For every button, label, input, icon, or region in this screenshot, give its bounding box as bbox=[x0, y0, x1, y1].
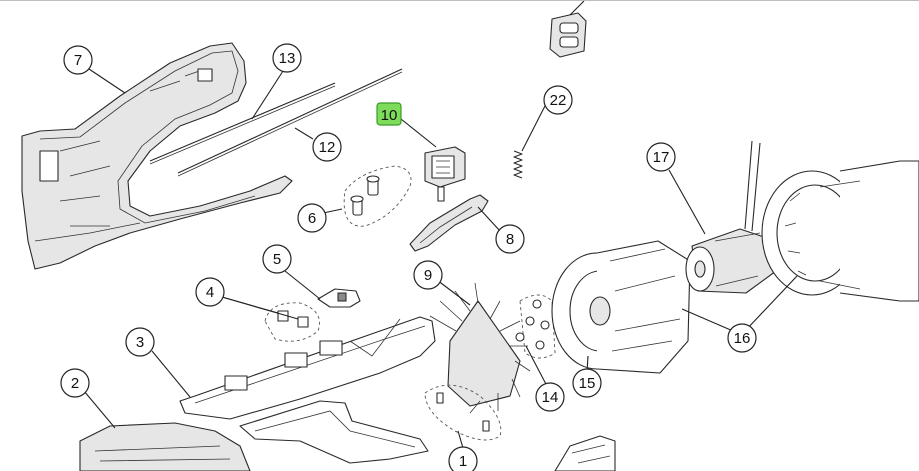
rods-part bbox=[149, 68, 403, 177]
trigger-part bbox=[409, 194, 489, 252]
part-label-16: 16 bbox=[727, 323, 757, 353]
part-label-15-text: 15 bbox=[579, 375, 596, 392]
part-label-14: 14 bbox=[535, 382, 565, 412]
part-label-10-text: 10 bbox=[381, 107, 398, 124]
part-label-13: 13 bbox=[272, 43, 302, 73]
part-label-13-text: 13 bbox=[279, 50, 296, 67]
part-label-2-text: 2 bbox=[71, 375, 79, 392]
clip-part-5 bbox=[317, 288, 361, 308]
part-label-5-text: 5 bbox=[273, 251, 281, 268]
part-label-9-text: 9 bbox=[424, 267, 432, 284]
cropped-part-bottom-right bbox=[554, 435, 616, 471]
housing-half-part bbox=[21, 42, 293, 270]
part-label-7: 7 bbox=[63, 45, 93, 75]
part-label-8-text: 8 bbox=[506, 231, 514, 248]
part-label-4-text: 4 bbox=[206, 284, 214, 301]
part-label-12-text: 12 bbox=[319, 139, 336, 156]
screws-part-1 bbox=[424, 384, 502, 441]
part-label-10-highlighted: 10 bbox=[376, 102, 402, 126]
switch-part bbox=[424, 146, 466, 202]
fan-housing-part bbox=[551, 240, 691, 374]
part-label-17-text: 17 bbox=[653, 149, 670, 166]
nuts-part bbox=[515, 294, 556, 359]
part-label-7-text: 7 bbox=[74, 52, 82, 69]
part-label-12: 12 bbox=[312, 132, 342, 162]
part-label-1: 1 bbox=[448, 446, 478, 471]
rail-part-3 bbox=[179, 316, 436, 420]
spring-part bbox=[513, 150, 523, 179]
part-label-22: 22 bbox=[543, 85, 573, 115]
highlight-box bbox=[376, 102, 402, 126]
part-label-4: 4 bbox=[195, 277, 225, 307]
screws-part bbox=[343, 165, 412, 227]
base-part-2 bbox=[79, 422, 251, 471]
shroud-part bbox=[761, 160, 919, 302]
part-label-17: 17 bbox=[646, 142, 676, 172]
motor-part bbox=[685, 140, 777, 294]
part-label-6: 6 bbox=[297, 203, 327, 233]
lower-bracket-part bbox=[239, 400, 429, 464]
contacts-part-4 bbox=[264, 302, 320, 342]
part-label-22-text: 22 bbox=[550, 92, 567, 109]
part-label-2: 2 bbox=[60, 368, 90, 398]
part-label-16-text: 16 bbox=[734, 330, 751, 347]
part-label-1-text: 1 bbox=[459, 453, 467, 470]
impeller-part bbox=[429, 282, 531, 414]
part-label-8: 8 bbox=[495, 224, 525, 254]
part-label-3: 3 bbox=[125, 327, 155, 357]
part-label-14-text: 14 bbox=[542, 389, 559, 406]
leader-lines bbox=[83, 1, 798, 449]
part-label-9: 9 bbox=[413, 260, 443, 290]
part-label-15: 15 bbox=[572, 368, 602, 398]
part-label-5: 5 bbox=[262, 244, 292, 274]
bracket-part bbox=[549, 12, 587, 58]
part-label-6-text: 6 bbox=[308, 210, 316, 227]
part-label-3-text: 3 bbox=[136, 334, 144, 351]
